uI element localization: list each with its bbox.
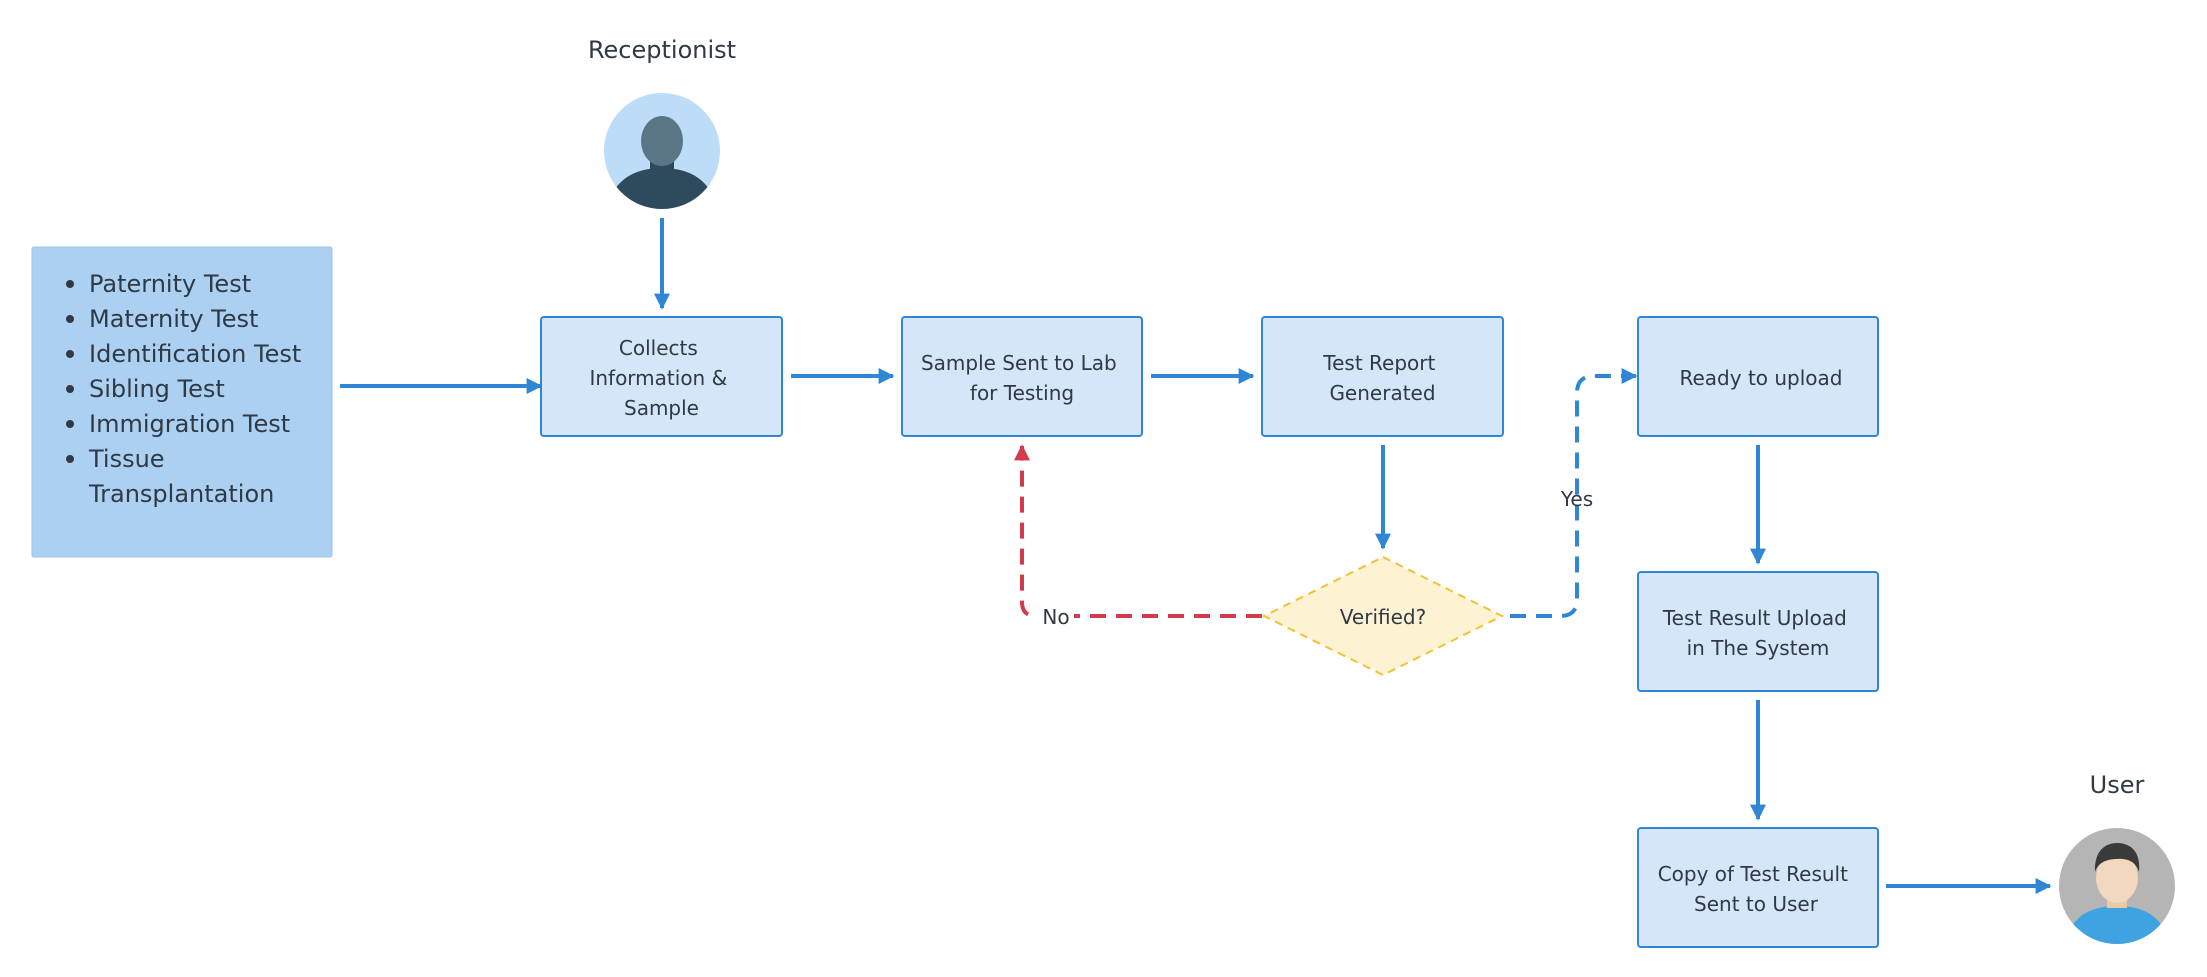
bullet-icon — [66, 455, 74, 463]
edge-label-no: No — [1042, 605, 1069, 629]
list-item-tissue-line-1: Tissue — [88, 445, 165, 473]
bullet-icon — [66, 385, 74, 393]
bullet-icon — [66, 350, 74, 358]
list-item-tissue: Tissue Transplantation — [88, 445, 274, 508]
edge-label-yes: Yes — [1560, 487, 1593, 511]
user-label: User — [2090, 771, 2145, 799]
list-item-tissue-line-2: Transplantation — [88, 480, 274, 508]
tests-list: Paternity Test Maternity Test Identifica… — [31, 246, 333, 558]
step-result-upload-line-2: in The System — [1687, 636, 1830, 660]
list-item-immigration: Immigration Test — [89, 410, 290, 438]
edge-verified-yes — [1510, 368, 1638, 618]
step-sample-sent-line-1: Sample Sent to Lab — [921, 351, 1117, 375]
step-result-upload-line-1: Test Result Upload — [1662, 606, 1847, 630]
step-report-generated-box: Test Report Generated — [1261, 316, 1504, 437]
step-collects-line-1: Collects — [619, 336, 698, 360]
step-copy-sent-text: Copy of Test Result Sent to User — [1658, 862, 1855, 916]
step-report-generated-line-1: Test Report — [1322, 351, 1435, 375]
step-sample-sent-text: Sample Sent to Lab for Testing — [921, 351, 1123, 405]
step-copy-sent-line-2: Sent to User — [1694, 892, 1819, 916]
step-collects-text: Collects Information & Sample — [589, 336, 733, 420]
receptionist-label: Receptionist — [588, 36, 736, 64]
receptionist-actor: Receptionist — [588, 36, 736, 209]
step-result-upload-box: Test Result Upload in The System — [1637, 571, 1879, 692]
list-item-maternity: Maternity Test — [89, 305, 258, 333]
step-sample-sent-box: Sample Sent to Lab for Testing — [901, 316, 1143, 437]
step-sample-sent-line-2: for Testing — [970, 381, 1074, 405]
edge-verified-no — [1014, 444, 1262, 618]
step-collects-line-3: Sample — [624, 396, 699, 420]
step-collects-line-2: Information & — [589, 366, 727, 390]
step-ready-upload-box: Ready to upload — [1637, 316, 1879, 437]
user-avatar-icon — [2059, 828, 2175, 944]
step-result-upload-text: Test Result Upload in The System — [1662, 606, 1853, 660]
list-item-sibling: Sibling Test — [89, 375, 225, 403]
step-report-generated-text: Test Report Generated — [1322, 351, 1441, 405]
bullet-icon — [66, 280, 74, 288]
receptionist-avatar-icon — [604, 93, 720, 209]
decision-verified-text: Verified? — [1340, 605, 1426, 629]
step-copy-sent-line-1: Copy of Test Result — [1658, 862, 1848, 886]
bullet-icon — [66, 315, 74, 323]
list-item-paternity: Paternity Test — [89, 270, 251, 298]
bullet-icon — [66, 420, 74, 428]
user-actor: User — [2059, 771, 2175, 944]
edge-label-no-bg — [1038, 602, 1074, 630]
step-collects-box: Collects Information & Sample — [540, 316, 783, 437]
step-ready-upload-text: Ready to upload — [1680, 366, 1843, 390]
step-report-generated-line-2: Generated — [1329, 381, 1435, 405]
step-copy-sent-box: Copy of Test Result Sent to User — [1637, 827, 1879, 948]
list-item-identification: Identification Test — [89, 340, 301, 368]
decision-verified: Verified? — [1261, 555, 1505, 677]
